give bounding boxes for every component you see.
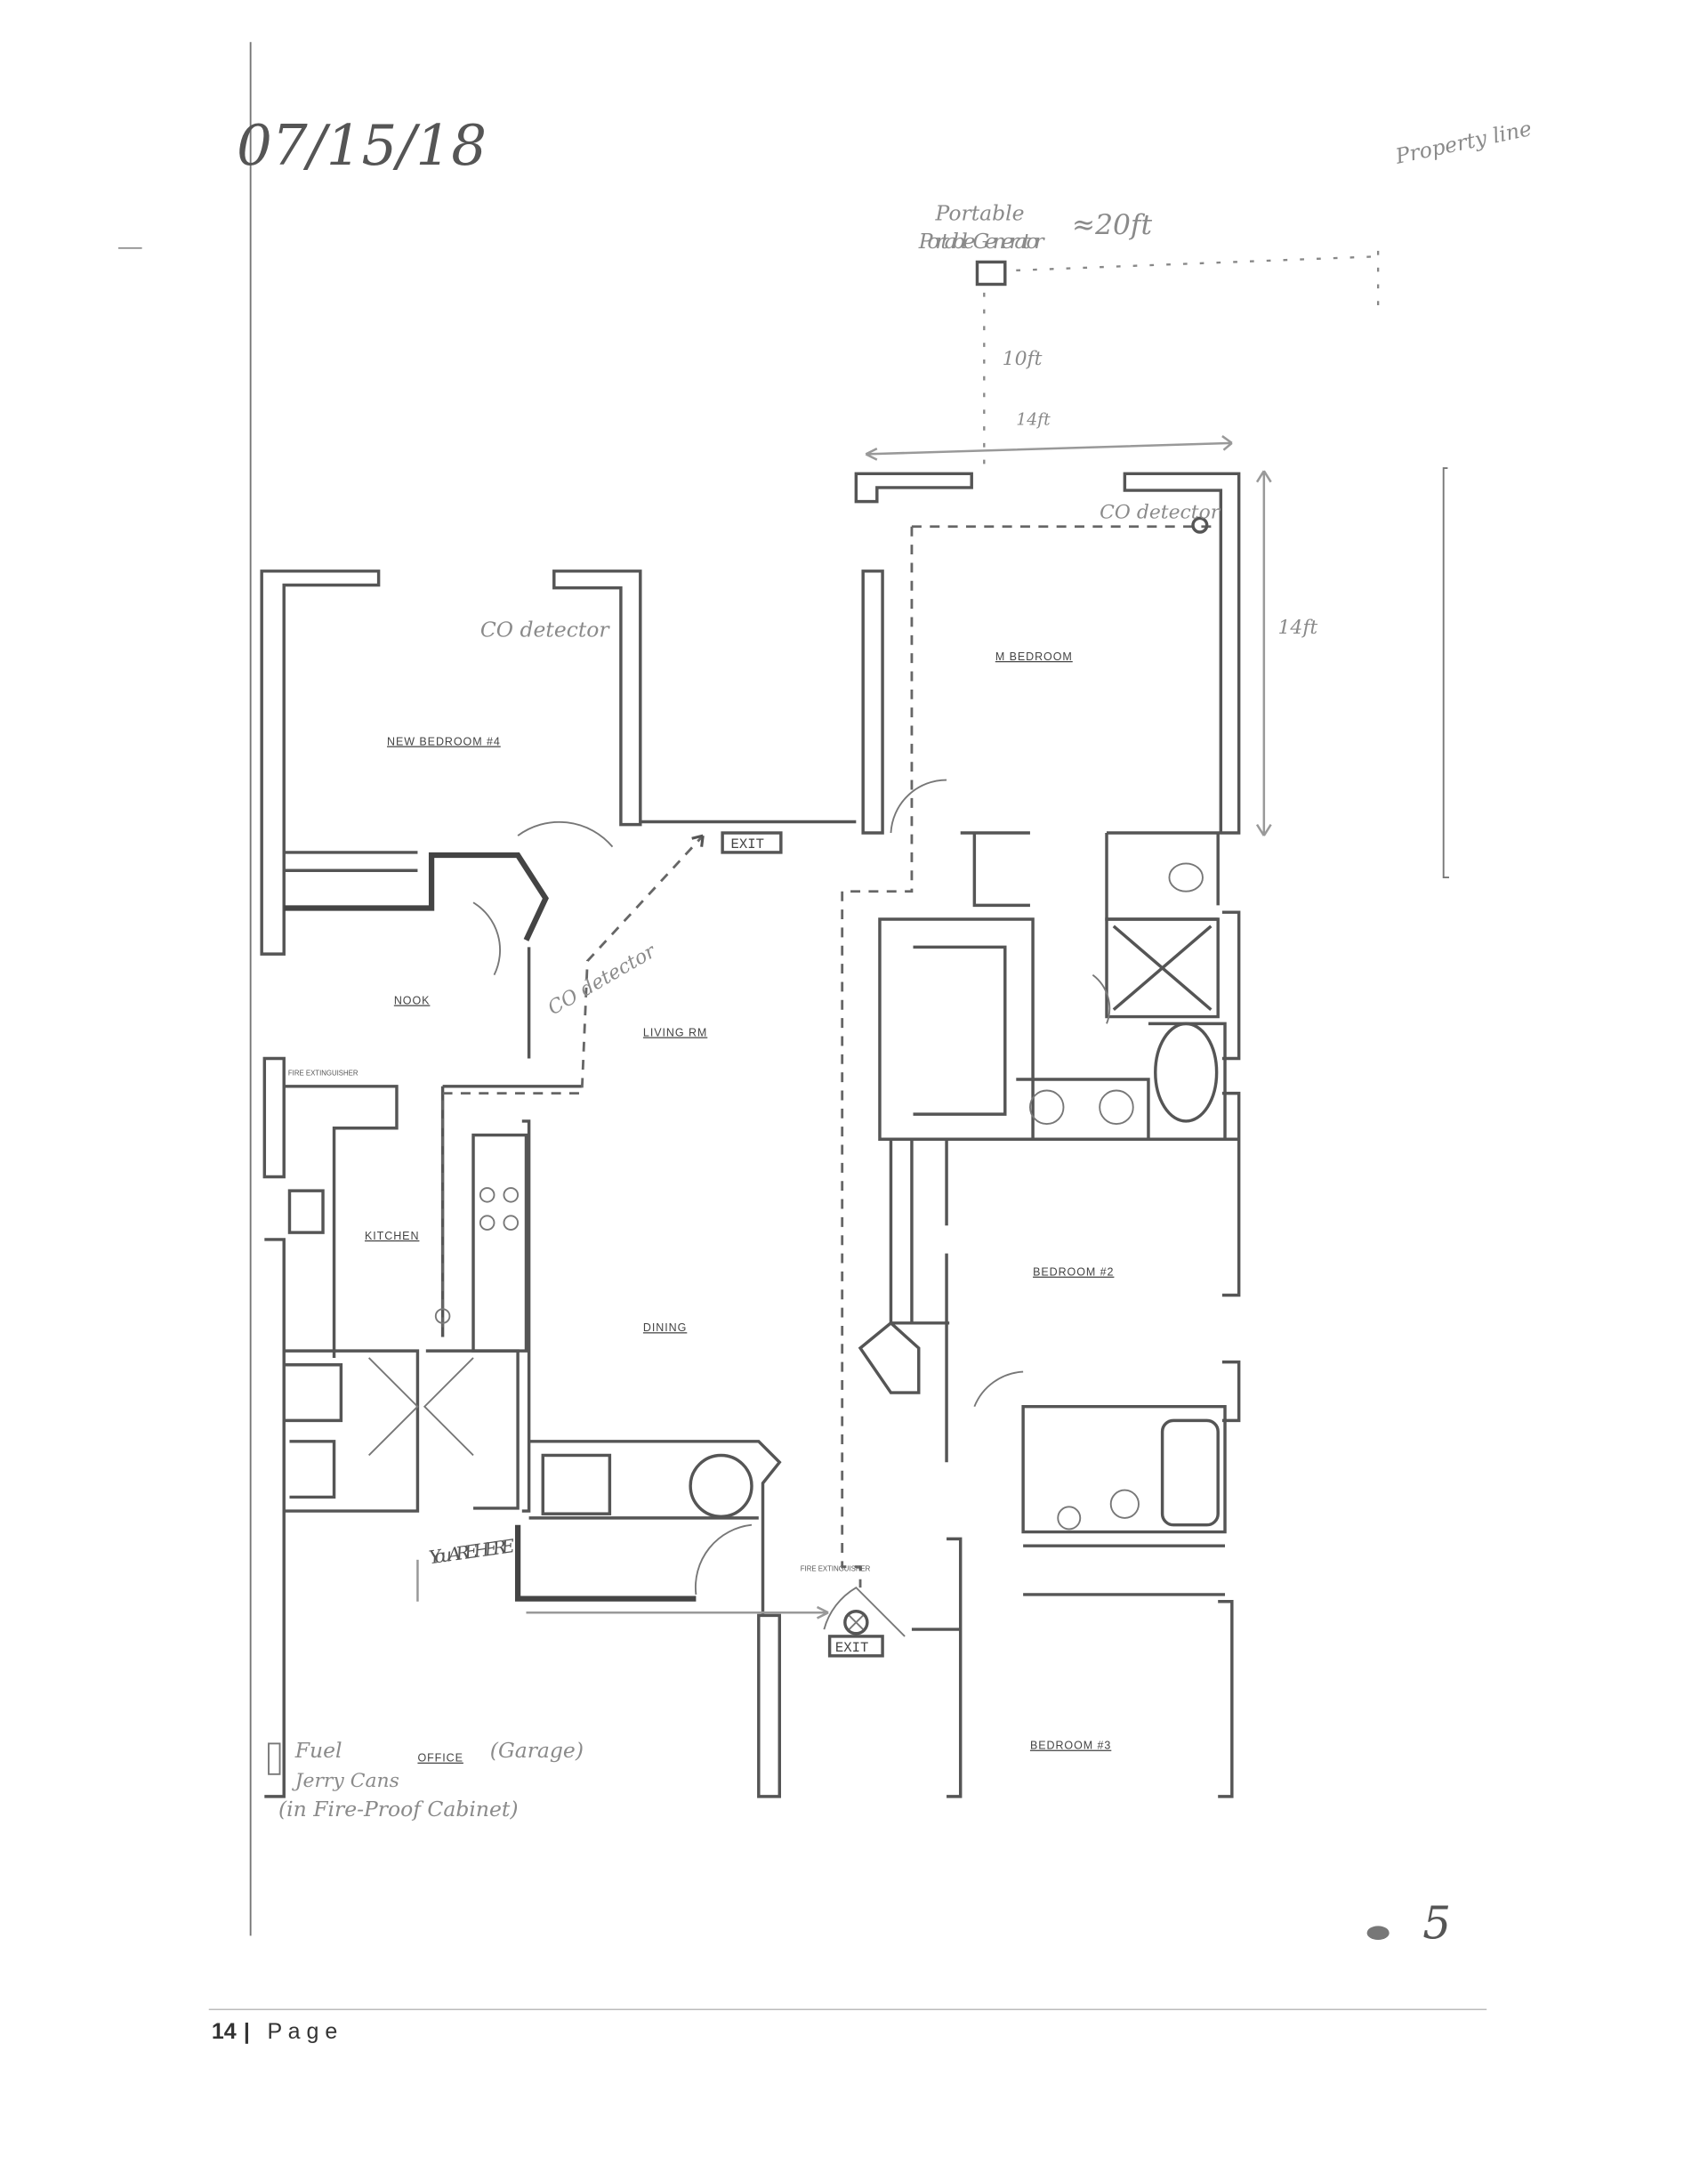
- room-master-bedroom: M BEDROOM: [995, 650, 1073, 663]
- fuel-note-line3: (in Fire-Proof Cabinet): [278, 1797, 519, 1822]
- fuel-note-line2: Jerry Cans: [292, 1770, 399, 1792]
- room-living: LIVING RM: [643, 1026, 707, 1038]
- footer-page-number: 14: [212, 2019, 237, 2044]
- room-office: OFFICE: [417, 1752, 463, 1765]
- depth-arrow: [1255, 470, 1272, 836]
- garage-note: (Garage): [490, 1738, 584, 1763]
- generator-annotation: Portable Portable Generator ≈20ft Proper…: [865, 116, 1534, 879]
- co-detector-bedroom4-label: CO detector: [480, 617, 611, 642]
- room-kitchen: KITCHEN: [365, 1230, 419, 1242]
- generator-label: Portable Generator: [918, 229, 1046, 254]
- distance-line: [1016, 255, 1379, 272]
- escape-routes: [416, 525, 1212, 1620]
- house-width-label: 14ft: [1016, 411, 1051, 430]
- co-detector-icon: [1191, 516, 1209, 534]
- handwritten-page-mark: 5: [1422, 1897, 1451, 1949]
- generator-to-house-distance: 10ft: [1003, 348, 1043, 370]
- distance-to-property-line: ≈20ft: [1072, 209, 1153, 241]
- scan-smudge: [1366, 1926, 1390, 1941]
- room-nook: NOOK: [394, 994, 431, 1006]
- bracket-line: [1442, 467, 1449, 879]
- generator-icon: [975, 260, 1007, 287]
- fire-extinguisher-kitchen-label: FIRE EXTINGUISHER: [288, 1069, 359, 1077]
- co-detector-nook-label: CO detector: [544, 940, 661, 1020]
- bedroom-depth-label: 14ft: [1277, 617, 1317, 639]
- room-bedroom-3: BEDROOM #3: [1030, 1740, 1111, 1752]
- exit-sign-top-box: [721, 831, 783, 854]
- room-dining: DINING: [643, 1321, 687, 1334]
- exit-sign-bottom: EXIT: [835, 1640, 869, 1656]
- footer-page-label: P a g e: [267, 2019, 337, 2044]
- footer-separator: |: [244, 2019, 250, 2044]
- co-detector-master-label: CO detector: [1100, 501, 1221, 523]
- fuel-cabinet-icon: [268, 1742, 281, 1775]
- walls: [260, 472, 1241, 1798]
- generator-label-1: Portable: [935, 201, 1025, 226]
- fuel-note-line1: Fuel: [294, 1738, 342, 1763]
- exit-sign-bottom-box: [827, 1635, 884, 1658]
- exit-sign-top: EXIT: [731, 836, 765, 852]
- fire-extinguisher-entry-label: FIRE EXTINGUISHER: [801, 1564, 871, 1572]
- room-bedroom-2: BEDROOM #2: [1033, 1266, 1114, 1279]
- you-are-here-label: You ARE HERE: [428, 1535, 517, 1568]
- room-new-bedroom-4: NEW BEDROOM #4: [387, 735, 501, 747]
- width-arrow: [865, 435, 1233, 461]
- handwritten-date: 07/15/18: [237, 113, 487, 178]
- property-line-label: Property line: [1392, 116, 1534, 169]
